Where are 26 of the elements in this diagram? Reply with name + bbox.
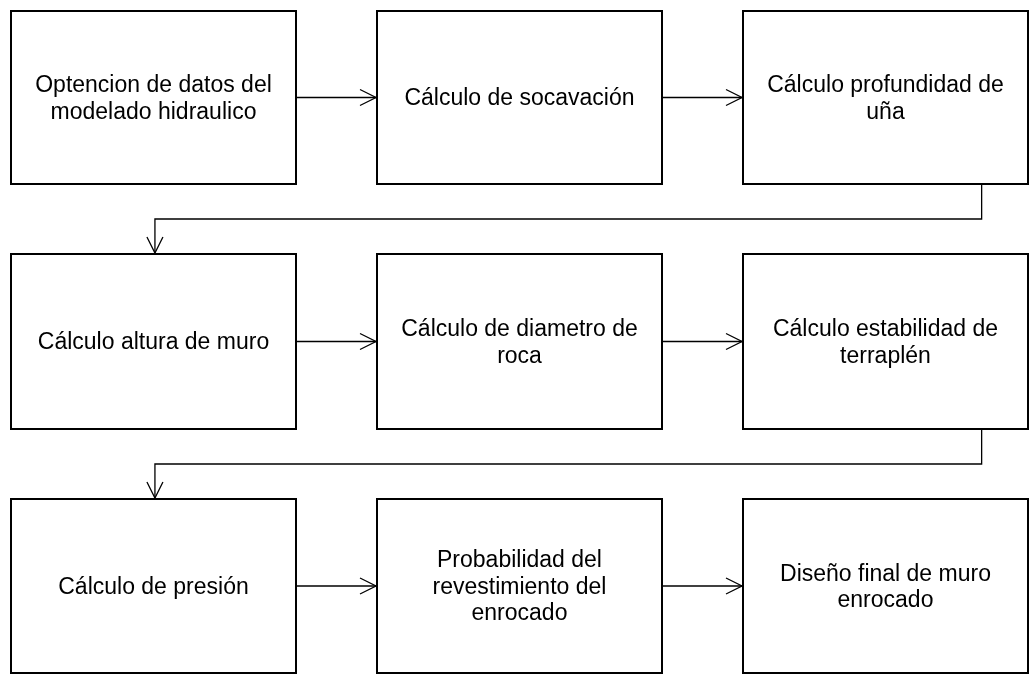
process-box xyxy=(742,498,1029,674)
step-label: Optencion de datos del modelado hidraulico xyxy=(34,71,273,124)
arrow xyxy=(662,332,743,351)
process-box xyxy=(10,10,297,185)
arrow xyxy=(146,184,983,254)
step-label: Cálculo altura de muro xyxy=(37,328,270,355)
step-label: Diseño final de muro enrocado xyxy=(779,559,992,613)
arrow xyxy=(296,332,377,351)
arrow xyxy=(296,577,377,595)
step-label: Cálculo profundidad de uña xyxy=(766,71,1005,124)
process-box xyxy=(376,10,663,185)
arrow xyxy=(296,88,377,107)
process-box xyxy=(10,498,297,674)
arrow xyxy=(662,88,743,107)
process-box xyxy=(10,253,297,430)
step-label: Probabilidad del revestimiento del enrocado xyxy=(431,546,608,626)
process-box xyxy=(376,498,663,674)
step-label: Cálculo estabilidad de terraplén xyxy=(771,315,999,368)
step-label: Cálculo de presión xyxy=(58,572,249,600)
process-box xyxy=(742,10,1029,185)
arrow xyxy=(146,429,983,499)
step-label: Cálculo de socavación xyxy=(404,84,635,111)
step-label: Cálculo de diametro de roca xyxy=(400,315,639,368)
process-box xyxy=(742,253,1029,430)
arrow xyxy=(662,577,743,595)
process-box xyxy=(376,253,663,430)
